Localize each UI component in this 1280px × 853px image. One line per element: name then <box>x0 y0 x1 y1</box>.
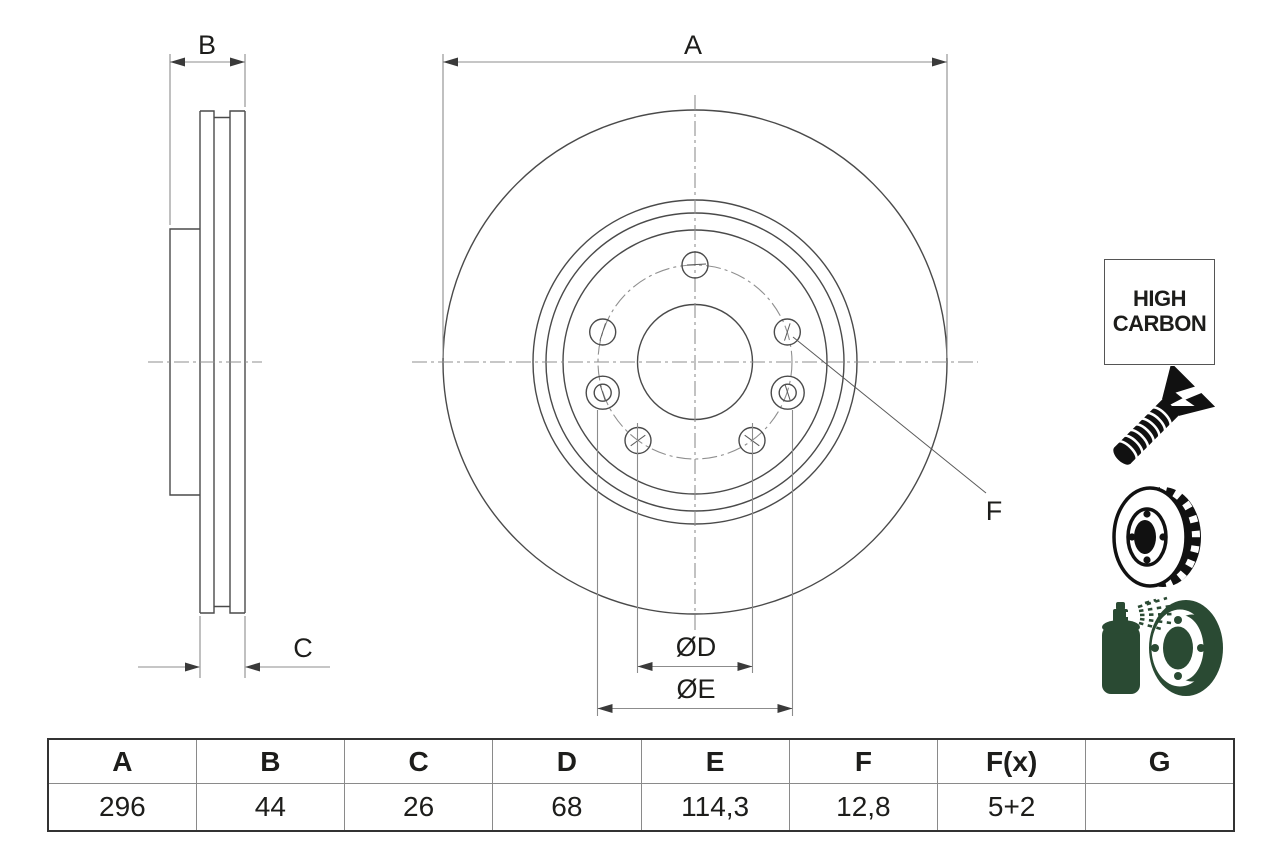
dim-label-d: ØD <box>676 632 717 662</box>
table-value-row: 296 44 26 68 114,3 12,8 5+2 <box>46 783 1236 832</box>
table-value-cell: 5+2 <box>936 783 1087 832</box>
table-value-cell <box>1085 783 1236 832</box>
dim-label-c: C <box>293 633 313 663</box>
table-value-cell: 114,3 <box>640 783 790 832</box>
high-carbon-line1: HIGH <box>1133 286 1187 312</box>
dimension-b: B <box>169 30 246 225</box>
table-header-cell: F(x) <box>936 738 1087 784</box>
table-value-cell: 26 <box>343 783 494 832</box>
table-value-cell: 68 <box>492 783 642 832</box>
table-header-cell: F <box>788 738 939 784</box>
table-value-cell: 296 <box>46 783 197 832</box>
table-header-cell: C <box>343 738 494 784</box>
table-header-cell: D <box>492 738 642 784</box>
vented-brake-disc-icon <box>1112 485 1201 589</box>
table-header-cell: A <box>46 738 197 784</box>
countersunk-screw-icon <box>1113 366 1215 465</box>
dim-label-a: A <box>684 30 702 60</box>
dimension-a: A <box>442 30 948 358</box>
table-value-cell: 12,8 <box>788 783 939 832</box>
dimension-e: ØE <box>596 410 794 716</box>
high-carbon-badge: HIGH CARBON <box>1104 259 1215 365</box>
dimension-c: C <box>138 616 330 678</box>
side-view <box>148 110 262 614</box>
technical-drawing: B C <box>138 30 1003 716</box>
high-carbon-line2: CARBON <box>1112 311 1207 336</box>
locating-holes <box>585 375 805 410</box>
dim-label-e: ØE <box>676 674 715 704</box>
dimension-spec-table: A B C D E F F(x) G 296 44 26 68 114,3 12… <box>46 738 1236 832</box>
dim-label-f: F <box>986 496 1003 526</box>
table-value-cell: 44 <box>195 783 346 832</box>
spray-can-and-disc-icon <box>1102 596 1223 696</box>
table-header-cell: G <box>1085 738 1236 784</box>
dimension-d: ØD <box>636 423 754 673</box>
dimension-f: F <box>792 336 1003 526</box>
table-header-row: A B C D E F F(x) G <box>46 738 1236 784</box>
table-header-cell: E <box>640 738 790 784</box>
front-view <box>412 95 978 630</box>
dim-label-b: B <box>198 30 216 60</box>
table-header-cell: B <box>195 738 346 784</box>
